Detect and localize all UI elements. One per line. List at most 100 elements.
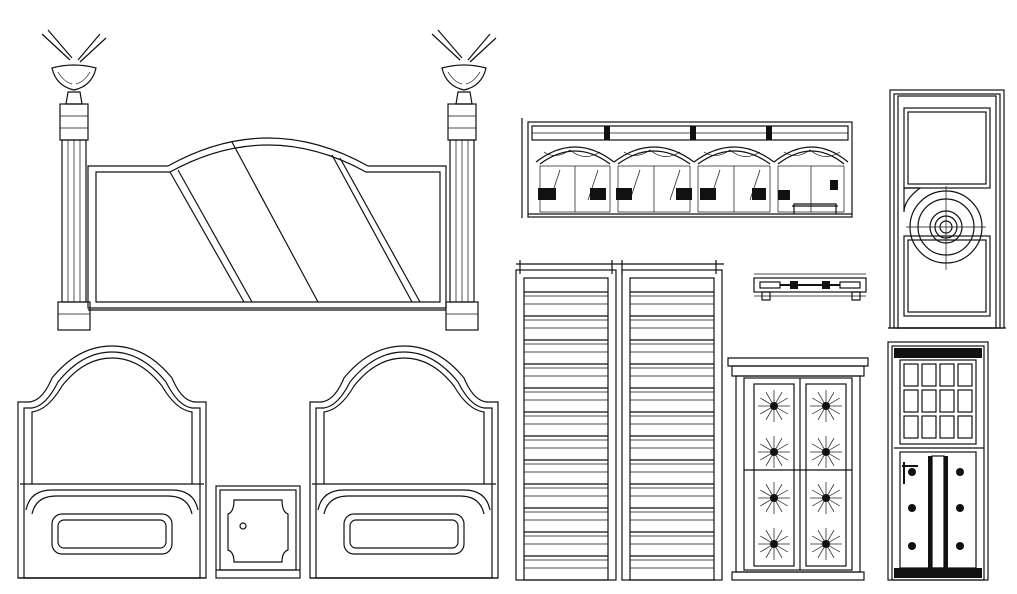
grille-cell [939, 389, 955, 413]
carving-ray [811, 443, 827, 453]
carving-ray [817, 405, 827, 421]
carving-ray [825, 497, 841, 507]
right-door-louvers [630, 291, 714, 569]
carving-ray [759, 397, 775, 407]
carving-ray [759, 543, 775, 553]
door-plan-section [753, 273, 867, 301]
grille-cell [939, 415, 955, 439]
carving-ray [825, 391, 835, 407]
carving-ray [765, 391, 775, 407]
carving-ray [825, 529, 835, 545]
panel-door-elevation [888, 89, 1006, 329]
carving-ray [817, 543, 827, 559]
sliding-louvered-doors [515, 260, 724, 581]
upper-grille [903, 363, 973, 439]
grille-cell [903, 389, 919, 413]
security-door-elevation [887, 341, 989, 581]
carving-ray [773, 543, 789, 553]
carving-ray [759, 451, 775, 461]
left-column [57, 103, 91, 331]
arched-window-elevation [521, 118, 853, 218]
carving-ray [825, 451, 835, 467]
carving-ray [825, 405, 841, 415]
carving-ray [773, 391, 783, 407]
door-stud [956, 468, 964, 476]
bed-headboard-with-columns [41, 29, 497, 331]
grille-cell [921, 415, 937, 439]
left-door-louvers [524, 291, 608, 569]
decorative-studs [908, 468, 964, 550]
carving-ray [765, 437, 775, 453]
carving-ray [817, 483, 827, 499]
grille-cell [903, 415, 919, 439]
grille-cell [921, 389, 937, 413]
carving-ray [759, 443, 775, 453]
grille-cell [957, 389, 973, 413]
carving-ray [759, 497, 775, 507]
grille-cell [903, 363, 919, 387]
carving-ray [765, 543, 775, 559]
carving-ray [773, 443, 789, 453]
carving-ray [773, 451, 783, 467]
carving-ray [817, 437, 827, 453]
carving-ray [825, 497, 835, 513]
door-stud [908, 504, 916, 512]
carving-ray [773, 397, 789, 407]
carving-ray [825, 543, 835, 559]
carving-ray [773, 451, 789, 461]
carving-ray [825, 451, 841, 461]
carving-ray [825, 483, 835, 499]
nightstand-elevation [215, 485, 301, 579]
carved-panels [758, 390, 842, 560]
carving-ray [773, 535, 789, 545]
grille-cell [957, 415, 973, 439]
single-headboard-right [309, 345, 499, 579]
carving-ray [817, 497, 827, 513]
carving-ray [811, 489, 827, 499]
grille-cell [957, 363, 973, 387]
carving-ray [817, 529, 827, 545]
carving-ray [811, 405, 827, 415]
carving-ray [825, 543, 841, 553]
door-stud [956, 504, 964, 512]
right-column [445, 103, 479, 331]
arched-mirror-panel [87, 137, 447, 311]
carving-ray [817, 391, 827, 407]
carving-ray [825, 397, 841, 407]
carving-ray [811, 497, 827, 507]
door-stud [908, 542, 916, 550]
carving-ray [773, 497, 789, 507]
single-headboard-left [17, 345, 207, 579]
carving-ray [811, 543, 827, 553]
carving-ray [773, 497, 783, 513]
grille-cell [939, 363, 955, 387]
carving-ray [765, 405, 775, 421]
carving-ray [765, 451, 775, 467]
carving-ray [773, 483, 783, 499]
carving-ray [811, 397, 827, 407]
carving-ray [759, 405, 775, 415]
carving-ray [825, 405, 835, 421]
carving-ray [825, 437, 835, 453]
carving-ray [759, 489, 775, 499]
grille-cell [921, 363, 937, 387]
carving-ray [825, 535, 841, 545]
door-stud [908, 468, 916, 476]
carving-ray [811, 451, 827, 461]
carving-ray [773, 489, 789, 499]
carving-ray [765, 529, 775, 545]
right-finial-ornament [431, 29, 497, 105]
carving-ray [765, 483, 775, 499]
carving-ray [773, 405, 789, 415]
carving-ray [817, 451, 827, 467]
carving-ray [765, 497, 775, 513]
carving-ray [773, 529, 783, 545]
carved-wardrobe-elevation [727, 357, 869, 581]
carving-ray [811, 535, 827, 545]
left-finial-ornament [41, 29, 107, 105]
carving-ray [773, 437, 783, 453]
carving-ray [773, 405, 783, 421]
door-stud [956, 542, 964, 550]
